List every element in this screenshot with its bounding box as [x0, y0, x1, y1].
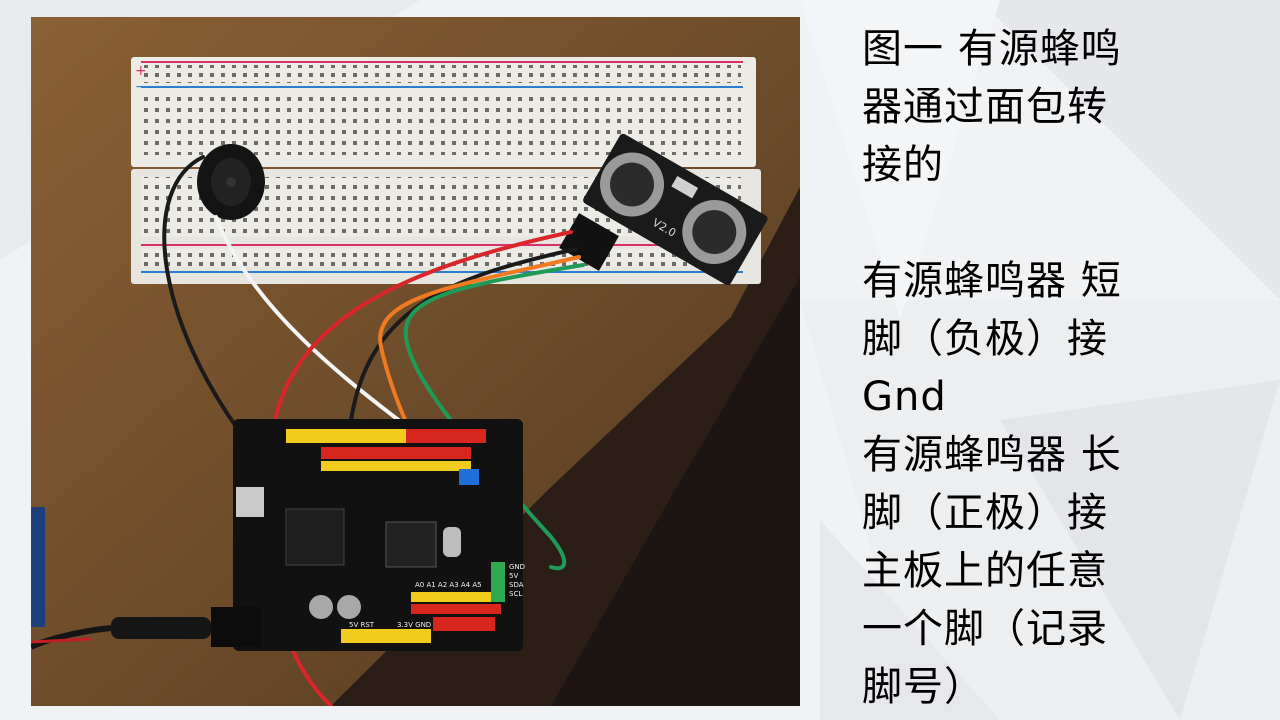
power-pin-label: 5V RST [349, 621, 375, 629]
caption-body-line-1: 有源蜂鸣器 短 [862, 258, 1122, 304]
analog-pin-label: A0 A1 A2 A3 A4 A5 [415, 581, 482, 589]
breadboard-plus-sign: + [135, 63, 147, 79]
caption-body-line-4: 有源蜂鸣器 长 [862, 432, 1122, 478]
wire-black [347, 247, 578, 489]
usb-chip-icon [285, 508, 345, 566]
caption-heading-line-1: 图一 有源蜂鸣 [862, 26, 1122, 72]
gnd-label: GND [509, 563, 525, 571]
breadboard-minus-sign: − [135, 79, 147, 95]
caption-heading-line-2: 器通过面包转 [862, 84, 1108, 130]
circuit-photo-illustration: + − [31, 17, 800, 706]
crystal-icon [443, 527, 461, 557]
scl-label: SCL [509, 590, 522, 598]
sda-label: SDA [509, 581, 524, 589]
caption-body-line-7: 一个脚（记录 [862, 606, 1108, 652]
sleeve-edge [31, 507, 45, 627]
circuit-photo: + − [31, 17, 800, 706]
dc-power-jack-icon [31, 607, 261, 650]
caption-body-line-8: 脚号） [862, 664, 985, 710]
caption-body-line-6: 主板上的任意 [862, 548, 1108, 594]
power-pin-label-2: 3.3V GND [397, 621, 431, 629]
caption-panel: 图一 有源蜂鸣 器通过面包转 接的 有源蜂鸣器 短 脚（负极）接 Gnd 有源蜂… [862, 20, 1262, 710]
caption-body-line-5: 脚（正极）接 [862, 490, 1108, 536]
ultrasonic-sensor-icon: V2.0 [583, 133, 768, 286]
arduino-board: A0 A1 A2 A3 A4 A5 GND 5V SDA SCL 5V RST … [233, 419, 525, 651]
wire-green [403, 263, 585, 571]
wire-black-buzzer [162, 155, 253, 449]
buzzer-icon [197, 144, 265, 220]
capacitor-icon [337, 595, 361, 619]
5v-label: 5V [509, 572, 518, 580]
wire-white-buzzer [214, 215, 423, 439]
caption-body-line-3: Gnd [862, 374, 947, 420]
caption-heading-line-3: 接的 [862, 142, 944, 188]
usb-port-icon [236, 487, 264, 517]
capacitor-icon [309, 595, 333, 619]
caption-body-line-2: 脚（负极）接 [862, 316, 1108, 362]
breadboard-top: + − [131, 57, 756, 167]
caption-spacer [862, 194, 1262, 252]
mcu-chip-icon [385, 521, 437, 568]
